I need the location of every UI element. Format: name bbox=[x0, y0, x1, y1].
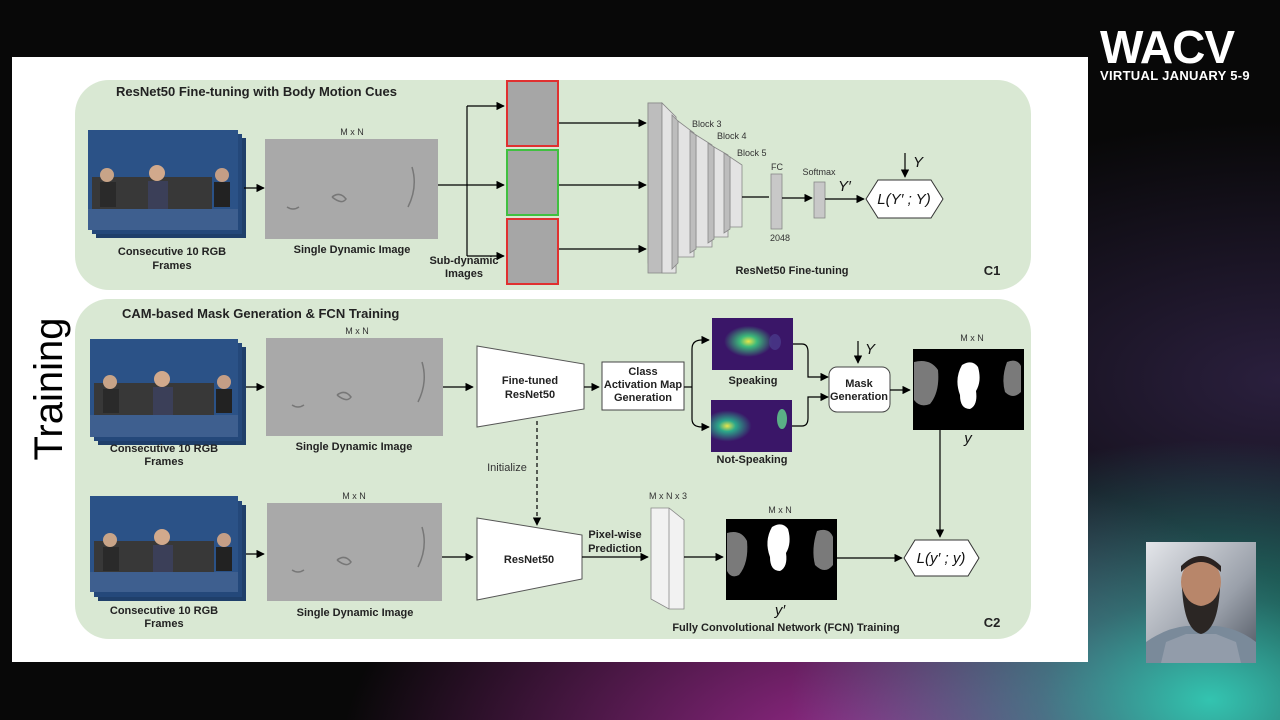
c2-bottom-frames-label-2: Frames bbox=[144, 618, 183, 630]
fcn-output-layer bbox=[650, 507, 685, 610]
presenter-webcam bbox=[1146, 542, 1256, 663]
c1-loss-box bbox=[865, 179, 944, 219]
finetuned-resnet50-block bbox=[476, 345, 585, 428]
c2-bottom-dyn-label: Single Dynamic Image bbox=[297, 607, 414, 619]
c2-rgb-frames-top bbox=[90, 339, 246, 445]
mask-label-2: Generation bbox=[830, 391, 888, 403]
block4-label: Block 4 bbox=[717, 131, 747, 141]
c2-top-frames-label-1: Consecutive 10 RGB bbox=[110, 443, 218, 455]
fc-layer bbox=[770, 173, 783, 230]
finetuned-label-2: ResNet50 bbox=[505, 389, 555, 401]
c1-caption: ResNet50 Fine-tuning bbox=[735, 265, 848, 277]
resnet50-blocks bbox=[647, 102, 743, 274]
c1-title: ResNet50 Fine-tuning with Body Motion Cu… bbox=[116, 84, 397, 99]
c2-top-dyn-dims: M x N bbox=[345, 326, 369, 336]
fc-dim: 2048 bbox=[770, 233, 790, 243]
pred-y: y′ bbox=[774, 602, 787, 619]
initialize-label: Initialize bbox=[487, 462, 527, 474]
c2-top-dynamic-image bbox=[266, 338, 443, 436]
mask-y: y bbox=[963, 430, 973, 447]
c2-bottom-frames-label-1: Consecutive 10 RGB bbox=[110, 605, 218, 617]
softmax-label: Softmax bbox=[802, 167, 836, 177]
cam-label-1: Class bbox=[628, 366, 657, 378]
c1-frames-label-2: Frames bbox=[152, 260, 191, 272]
c2-tag: C2 bbox=[984, 615, 1001, 630]
fc-label: FC bbox=[771, 162, 783, 172]
finetuned-label-1: Fine-tuned bbox=[502, 375, 558, 387]
c2-y-true: Y bbox=[865, 341, 876, 358]
side-label: Training bbox=[27, 317, 71, 460]
c1-dynamic-image bbox=[265, 139, 438, 239]
c2-loss: L(y′ ; y) bbox=[917, 550, 966, 567]
c1-y-true: Y bbox=[913, 154, 924, 171]
sub-dynamic-image-2 bbox=[506, 149, 559, 216]
mask-label-1: Mask bbox=[845, 378, 873, 390]
logo-subtitle: VIRTUAL JANUARY 5-9 bbox=[1100, 68, 1250, 83]
pixel-label-1: Pixel-wise bbox=[588, 529, 641, 541]
logo-title: WACV bbox=[1100, 21, 1235, 73]
pred-dims: M x N bbox=[768, 505, 792, 515]
c2-title: CAM-based Mask Generation & FCN Training bbox=[122, 306, 399, 321]
c2-bottom-dyn-dims: M x N bbox=[342, 491, 366, 501]
cam-label-3: Generation bbox=[614, 392, 672, 404]
c1-tag: C1 bbox=[984, 263, 1001, 278]
softmax-layer bbox=[813, 181, 826, 219]
c1-sub-label-2: Images bbox=[445, 268, 483, 280]
c2-bottom-dynamic-image bbox=[267, 503, 442, 601]
c1-dyn-label: Single Dynamic Image bbox=[294, 244, 411, 256]
diagram-svg: Training ResNet50 Fine-tuning with Body … bbox=[27, 80, 1024, 634]
wacv-logo: WACV VIRTUAL JANUARY 5-9 bbox=[1100, 24, 1250, 83]
cam-generation-box bbox=[601, 361, 685, 411]
c2-top-dyn-label: Single Dynamic Image bbox=[296, 441, 413, 453]
sub-dynamic-image-3 bbox=[506, 218, 559, 285]
c2-rgb-frames-bottom bbox=[90, 496, 246, 601]
c1-frames-label-1: Consecutive 10 RGB bbox=[118, 246, 226, 258]
resnet50-label: ResNet50 bbox=[504, 554, 554, 566]
c1-y-pred: Y′ bbox=[838, 178, 852, 195]
presenter-avatar bbox=[1146, 542, 1256, 663]
resnet50-block bbox=[476, 517, 583, 601]
speaking-heatmap bbox=[712, 318, 793, 370]
c1-rgb-frames bbox=[88, 130, 246, 238]
not-speaking-label: Not-Speaking bbox=[717, 454, 788, 466]
sub-dynamic-image-1 bbox=[506, 80, 559, 147]
c1-dyn-dims: M x N bbox=[340, 127, 364, 137]
pixel-label-2: Prediction bbox=[588, 543, 642, 555]
mask-dims: M x N bbox=[960, 333, 984, 343]
block3-label: Block 3 bbox=[692, 119, 722, 129]
slide: Training ResNet50 Fine-tuning with Body … bbox=[12, 57, 1088, 662]
c1-sub-label-1: Sub-dynamic bbox=[429, 255, 498, 267]
fcn-dims: M x N x 3 bbox=[649, 491, 687, 501]
block5-label: Block 5 bbox=[737, 148, 767, 158]
c2-loss-box bbox=[903, 539, 980, 577]
c2-caption: Fully Convolutional Network (FCN) Traini… bbox=[672, 622, 899, 634]
c2-top-frames-label-2: Frames bbox=[144, 456, 183, 468]
speaking-label: Speaking bbox=[729, 375, 778, 387]
c1-loss: L(Y′ ; Y) bbox=[877, 191, 930, 208]
cam-label-2: Activation Map bbox=[604, 379, 683, 391]
